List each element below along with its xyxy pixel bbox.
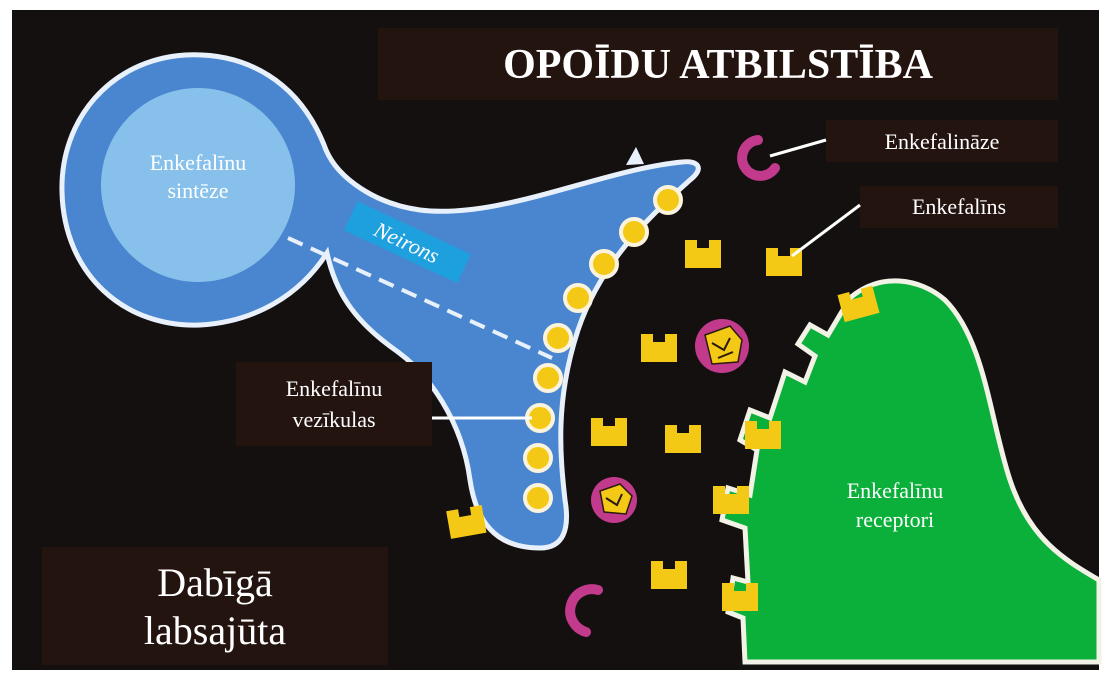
- receptors-label-line2: receptori: [856, 507, 934, 532]
- vesicles-label-line2: vezīkulas: [292, 407, 375, 432]
- vesicle: [525, 485, 551, 511]
- caption-line1: Dabīgā: [157, 560, 273, 605]
- synthesis-label-line2: sintēze: [167, 178, 228, 203]
- enzyme-label: Enkefalināze: [885, 129, 1000, 154]
- title-box: OPOĪDU ATBILSTĪBA: [378, 28, 1058, 100]
- vesicle: [545, 325, 571, 351]
- diagram-title: OPOĪDU ATBILSTĪBA: [503, 42, 934, 88]
- vesicle: [565, 285, 591, 311]
- vesicle: [621, 219, 647, 245]
- enkephalin-label-box: Enkefalīns: [860, 186, 1058, 228]
- enzyme-label-box: Enkefalināze: [826, 120, 1058, 162]
- vesicles-label-bg: [236, 362, 432, 446]
- caption-box: Dabīgā labsajūta: [42, 547, 388, 665]
- receptors-label-line1: Enkefalīnu: [847, 478, 944, 503]
- vesicle: [535, 365, 561, 391]
- synthesis-label-line1: Enkefalīnu: [150, 150, 247, 175]
- enkephalin-label: Enkefalīns: [912, 194, 1006, 219]
- vesicle: [655, 187, 681, 213]
- caption-line2: labsajūta: [144, 608, 286, 653]
- vesicles-label-box: Enkefalīnu vezīkulas: [236, 362, 432, 446]
- vesicle: [591, 251, 617, 277]
- vesicles-label-line1: Enkefalīnu: [286, 376, 383, 401]
- vesicle: [525, 445, 551, 471]
